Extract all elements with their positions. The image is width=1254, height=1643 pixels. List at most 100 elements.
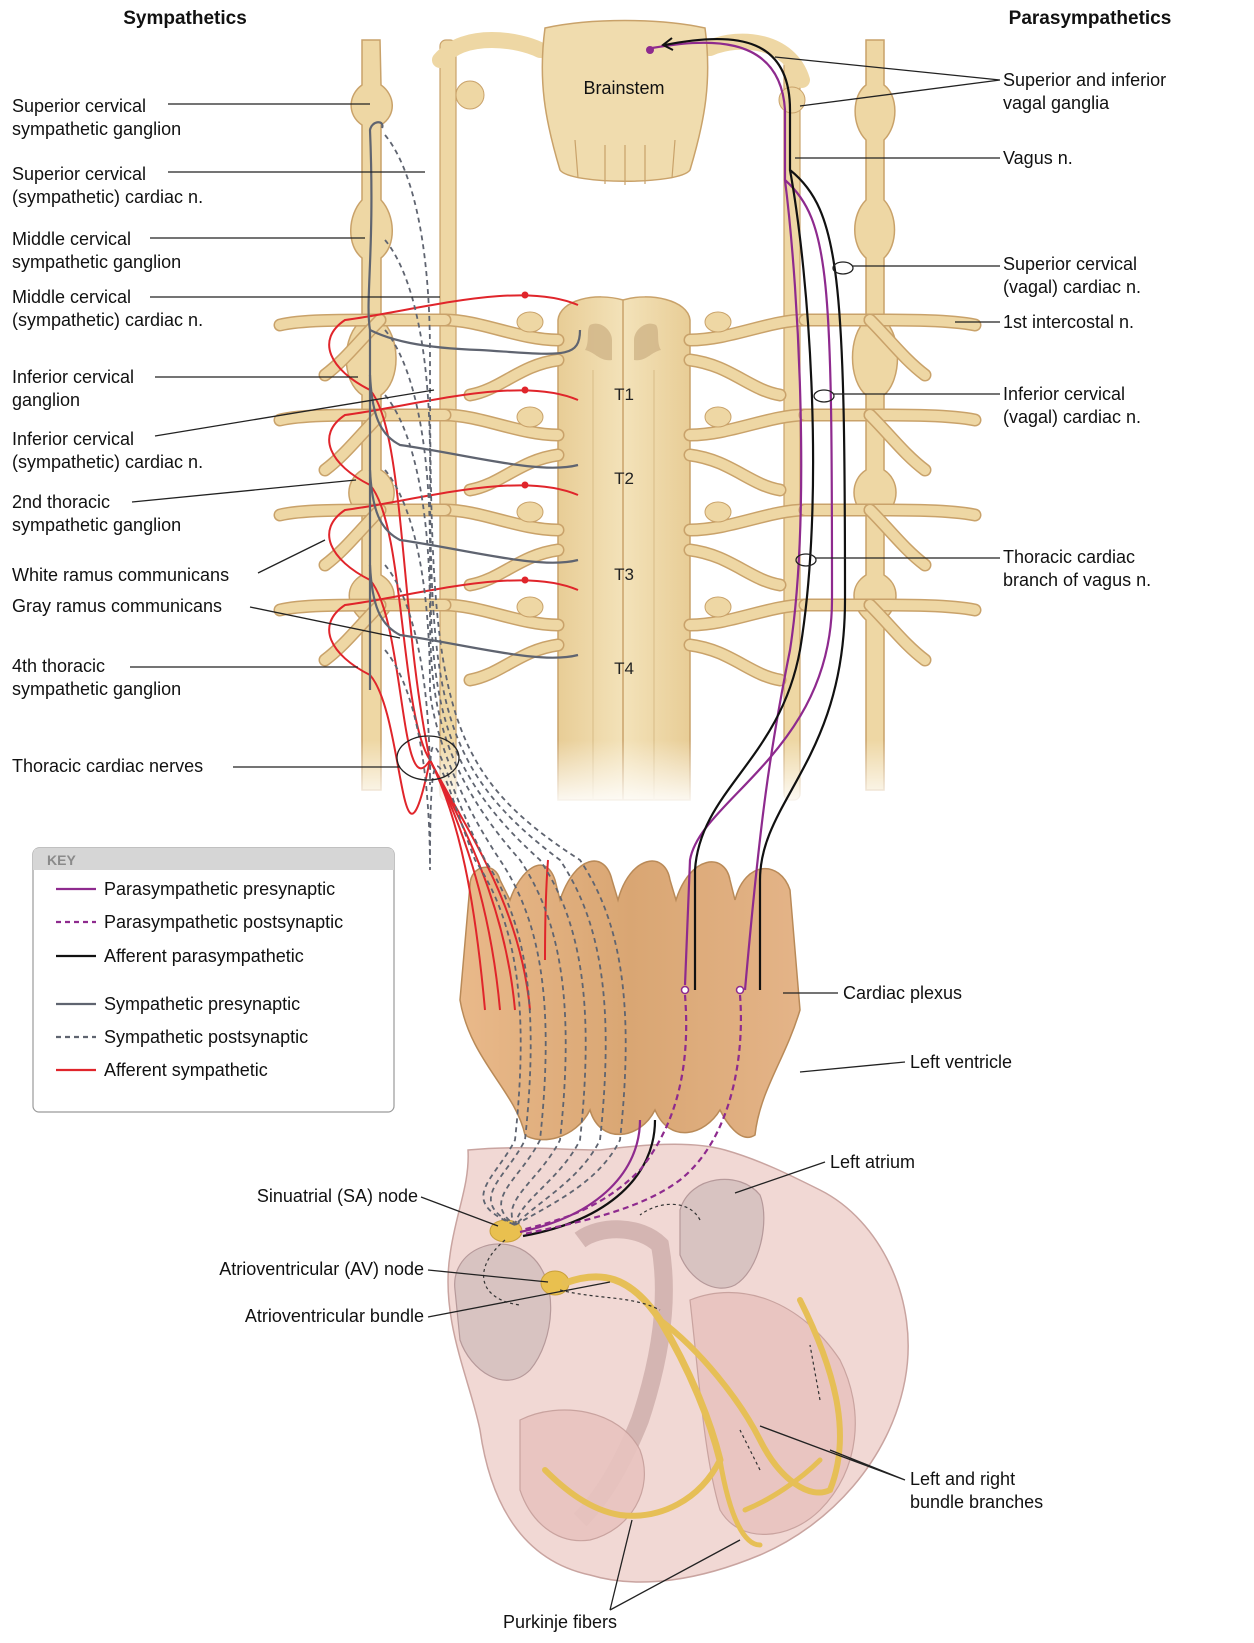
label-line: ganglion — [12, 390, 80, 410]
key-item-label: Afferent parasympathetic — [104, 946, 304, 966]
label-line: Atrioventricular (AV) node — [219, 1259, 424, 1279]
label-line: bundle branches — [910, 1492, 1043, 1512]
label-left-0: Superior cervical sympathetic ganglion — [12, 96, 181, 139]
header-sympathetics: Sympathetics — [123, 8, 247, 29]
label-line: 2nd thoracic — [12, 492, 110, 512]
key-item-label: Parasympathetic postsynaptic — [104, 912, 343, 932]
label-line: sympathetic ganglion — [12, 119, 181, 139]
label-line: Inferior cervical — [12, 429, 134, 449]
label-line: Superior cervical — [1003, 254, 1137, 274]
label-left-7: White ramus communicans — [12, 565, 229, 585]
label-line: vagal ganglia — [1003, 93, 1110, 113]
spinal-nerve — [690, 550, 780, 585]
label-left-3: Middle cervical (sympathetic) cardiac n. — [12, 287, 203, 330]
left-cranial-root — [440, 40, 540, 60]
label-line: branch of vagus n. — [1003, 570, 1151, 590]
label-left-8: Gray ramus communicans — [12, 596, 222, 616]
label-line: Left and right — [910, 1469, 1015, 1489]
label-line: Superior and inferior — [1003, 70, 1166, 90]
spinal-nerve — [870, 415, 975, 420]
label-line: sympathetic ganglion — [12, 252, 181, 272]
dorsal-root-ganglion — [705, 597, 731, 617]
label-left-4: Inferior cervical ganglion — [12, 367, 134, 410]
key-legend: KEY Parasympathetic presynapticParasympa… — [33, 848, 394, 1112]
segment-t1: T1 — [614, 385, 634, 404]
label-left-10: Thoracic cardiac nerves — [12, 756, 203, 776]
spinal-nerve — [690, 455, 780, 490]
spinal-nerve — [280, 415, 380, 420]
label-left-2: Middle cervical sympathetic ganglion — [12, 229, 181, 272]
label-line: Middle cervical — [12, 287, 131, 307]
label-right-3: 1st intercostal n. — [1003, 312, 1134, 332]
key-title: KEY — [47, 852, 76, 868]
brainstem-label: Brainstem — [583, 78, 664, 98]
label-line: Thoracic cardiac nerves — [12, 756, 203, 776]
label-heart-0: Sinuatrial (SA) node — [257, 1186, 418, 1206]
dorsal-root-ganglion — [517, 597, 543, 617]
afferent-cell-body — [522, 292, 529, 299]
spinal-nerve — [690, 645, 780, 680]
label-line: Thoracic cardiac — [1003, 547, 1135, 567]
dorsal-root-ganglion — [705, 502, 731, 522]
segment-t3: T3 — [614, 565, 634, 584]
label-line: Vagus n. — [1003, 148, 1073, 168]
label-line: 1st intercostal n. — [1003, 312, 1134, 332]
vagal-branch-marker — [833, 262, 853, 274]
spinal-nerve — [280, 605, 380, 610]
cardiac-plexus — [460, 861, 800, 1140]
label-line: Inferior cervical — [12, 367, 134, 387]
cardiac-plexus-body — [460, 861, 800, 1140]
label-left-9: 4th thoracic sympathetic ganglion — [12, 656, 181, 699]
parasympathetic-synapse — [737, 987, 744, 994]
afferent-cell-body — [522, 577, 529, 584]
key-item-label: Sympathetic postsynaptic — [104, 1027, 308, 1047]
label-right-9: Left and right bundle branches — [910, 1469, 1043, 1512]
label-left-6: 2nd thoracic sympathetic ganglion — [12, 492, 181, 535]
parasympathetic-synapse — [682, 987, 689, 994]
key-item-label: Afferent sympathetic — [104, 1060, 268, 1080]
leader-line — [258, 540, 325, 573]
brainstem: Brainstem — [440, 21, 805, 186]
key-header — [33, 848, 394, 870]
label-right-7: Left atrium — [830, 1152, 915, 1172]
label-heart-2: Atrioventricular bundle — [245, 1306, 424, 1326]
label-purkinje: Purkinje fibers — [503, 1612, 617, 1632]
key-item-label: Sympathetic presynaptic — [104, 994, 300, 1014]
label-left-1: Superior cervical(sympathetic) cardiac n… — [12, 164, 203, 207]
spinal-cord-body — [558, 297, 690, 800]
label-right-4: Inferior cervical(vagal) cardiac n. — [1003, 384, 1141, 427]
fade-overlay — [280, 740, 980, 810]
label-line: (vagal) cardiac n. — [1003, 407, 1141, 427]
leader-line — [132, 480, 356, 502]
label-heart-1: Atrioventricular (AV) node — [219, 1259, 424, 1279]
dorsal-root-ganglion — [705, 312, 731, 332]
parasympathetic-cell-body — [646, 46, 654, 54]
label-line: Middle cervical — [12, 229, 131, 249]
heart — [448, 1144, 908, 1582]
label-left-5: Inferior cervical (sympathetic) cardiac n… — [12, 429, 203, 472]
spinal-nerve — [280, 510, 380, 515]
key-item-label: Parasympathetic presynaptic — [104, 879, 335, 899]
leader-line — [800, 1062, 905, 1072]
label-right-0: Superior and inferior vagal ganglia — [1003, 70, 1166, 113]
label-line: Superior cervical — [12, 164, 146, 184]
label-line: sympathetic ganglion — [12, 515, 181, 535]
spinal-nerve — [870, 510, 975, 515]
label-right-8: Left ventricle — [910, 1052, 1012, 1072]
dorsal-root-ganglion — [517, 312, 543, 332]
dorsal-root-ganglion — [517, 407, 543, 427]
label-right-2: Superior cervical(vagal) cardiac n. — [1003, 254, 1141, 297]
label-line: White ramus communicans — [12, 565, 229, 585]
label-line: (sympathetic) cardiac n. — [12, 452, 203, 472]
label-line: 4th thoracic — [12, 656, 105, 676]
spinal-nerve — [690, 360, 780, 395]
segment-t4: T4 — [614, 659, 634, 678]
spinal-nerve — [280, 320, 380, 325]
label-line: Superior cervical — [12, 96, 146, 116]
label-right-5: Thoracic cardiac branch of vagus n. — [1003, 547, 1151, 590]
label-line: Cardiac plexus — [843, 983, 962, 1003]
label-line: (sympathetic) cardiac n. — [12, 310, 203, 330]
label-line: sympathetic ganglion — [12, 679, 181, 699]
